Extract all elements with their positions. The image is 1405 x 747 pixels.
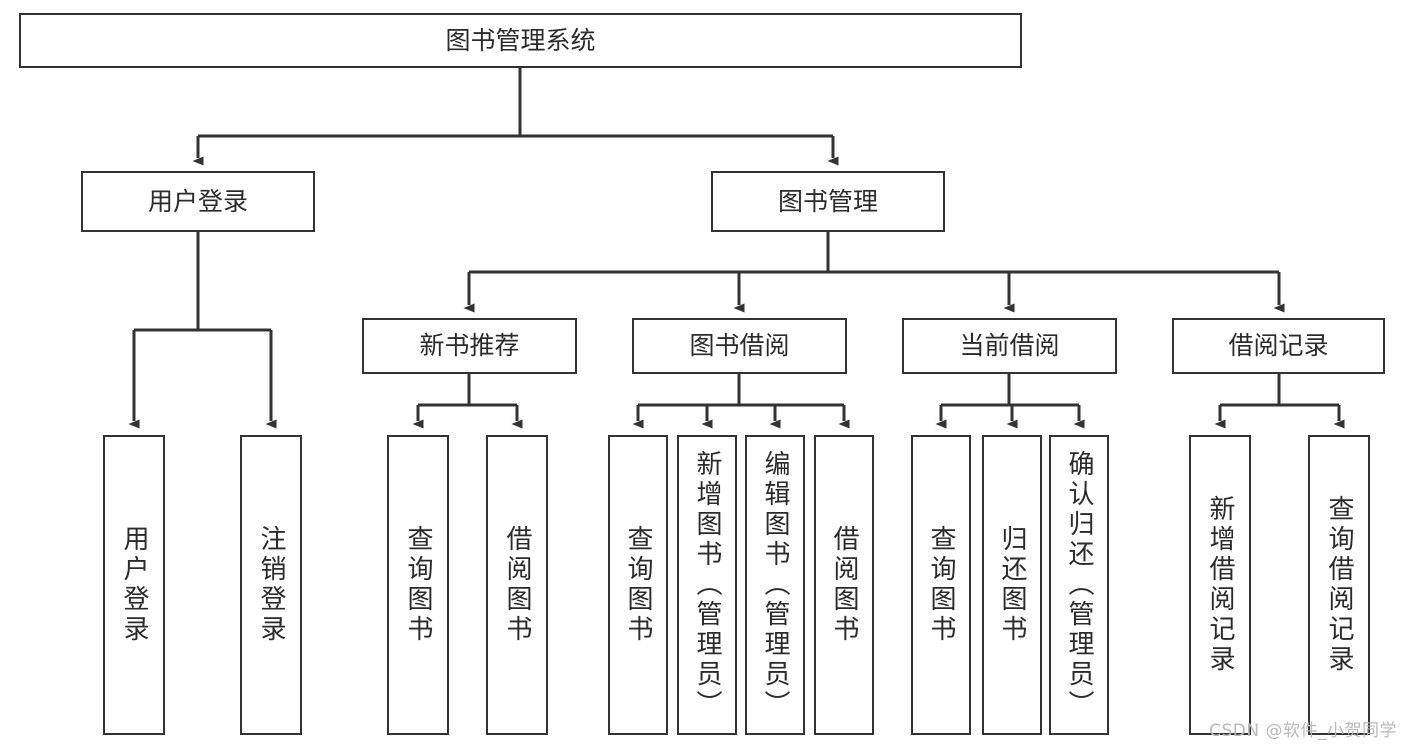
leaf-node-borrow-book[interactable]: 借阅图书 xyxy=(814,435,874,735)
node-label: 图书管理 xyxy=(777,186,878,216)
leaf-node-query-borrow-record[interactable]: 查询借阅记录 xyxy=(1308,435,1370,735)
node-root-system[interactable]: 图书管理系统 xyxy=(19,13,1022,68)
node-label: 用户登录 xyxy=(147,186,248,216)
node-user-login[interactable]: 用户登录 xyxy=(81,171,315,232)
node-label: 图书管理系统 xyxy=(445,25,596,55)
leaf-node-query-book[interactable]: 查询图书 xyxy=(608,435,668,735)
leaf-node-edit-book-admin[interactable]: 编辑图书（管理员） xyxy=(745,435,805,735)
node-label: 用户登录 xyxy=(119,525,149,645)
watermark-text: CSDN @软件_小贺同学 xyxy=(1209,721,1397,741)
leaf-node-query-book-rec[interactable]: 查询图书 xyxy=(387,435,449,735)
node-new-book-recommend[interactable]: 新书推荐 xyxy=(362,318,577,374)
node-label: 图书借阅 xyxy=(689,331,790,361)
leaf-node-user-login[interactable]: 用户登录 xyxy=(103,435,165,735)
node-book-management[interactable]: 图书管理 xyxy=(711,171,945,232)
leaf-node-query-book-current[interactable]: 查询图书 xyxy=(911,435,971,735)
node-borrow-record[interactable]: 借阅记录 xyxy=(1172,318,1385,374)
node-label: 查询图书 xyxy=(403,525,433,645)
node-label: 归还图书 xyxy=(997,525,1027,645)
node-label: 确认归还（管理员） xyxy=(1064,450,1094,720)
node-label: 当前借阅 xyxy=(959,331,1060,361)
leaf-node-borrow-book-rec[interactable]: 借阅图书 xyxy=(486,435,548,735)
node-label: 查询借阅记录 xyxy=(1324,495,1354,675)
leaf-node-confirm-return-admin[interactable]: 确认归还（管理员） xyxy=(1049,435,1109,735)
node-label: 注销登录 xyxy=(256,525,286,645)
node-label: 编辑图书（管理员） xyxy=(760,450,790,720)
node-label: 借阅记录 xyxy=(1228,331,1329,361)
node-label: 借阅图书 xyxy=(829,525,859,645)
leaf-node-return-book[interactable]: 归还图书 xyxy=(982,435,1042,735)
node-label: 借阅图书 xyxy=(502,525,532,645)
node-book-borrow[interactable]: 图书借阅 xyxy=(632,318,847,374)
node-label: 查询图书 xyxy=(623,525,653,645)
node-label: 查询图书 xyxy=(926,525,956,645)
node-label: 新书推荐 xyxy=(419,331,520,361)
leaf-node-add-borrow-record[interactable]: 新增借阅记录 xyxy=(1189,435,1251,735)
leaf-node-add-book-admin[interactable]: 新增图书（管理员） xyxy=(677,435,737,735)
leaf-node-logout[interactable]: 注销登录 xyxy=(240,435,302,735)
node-label: 新增借阅记录 xyxy=(1205,495,1235,675)
node-current-borrow[interactable]: 当前借阅 xyxy=(902,318,1117,374)
node-label: 新增图书（管理员） xyxy=(692,450,722,720)
